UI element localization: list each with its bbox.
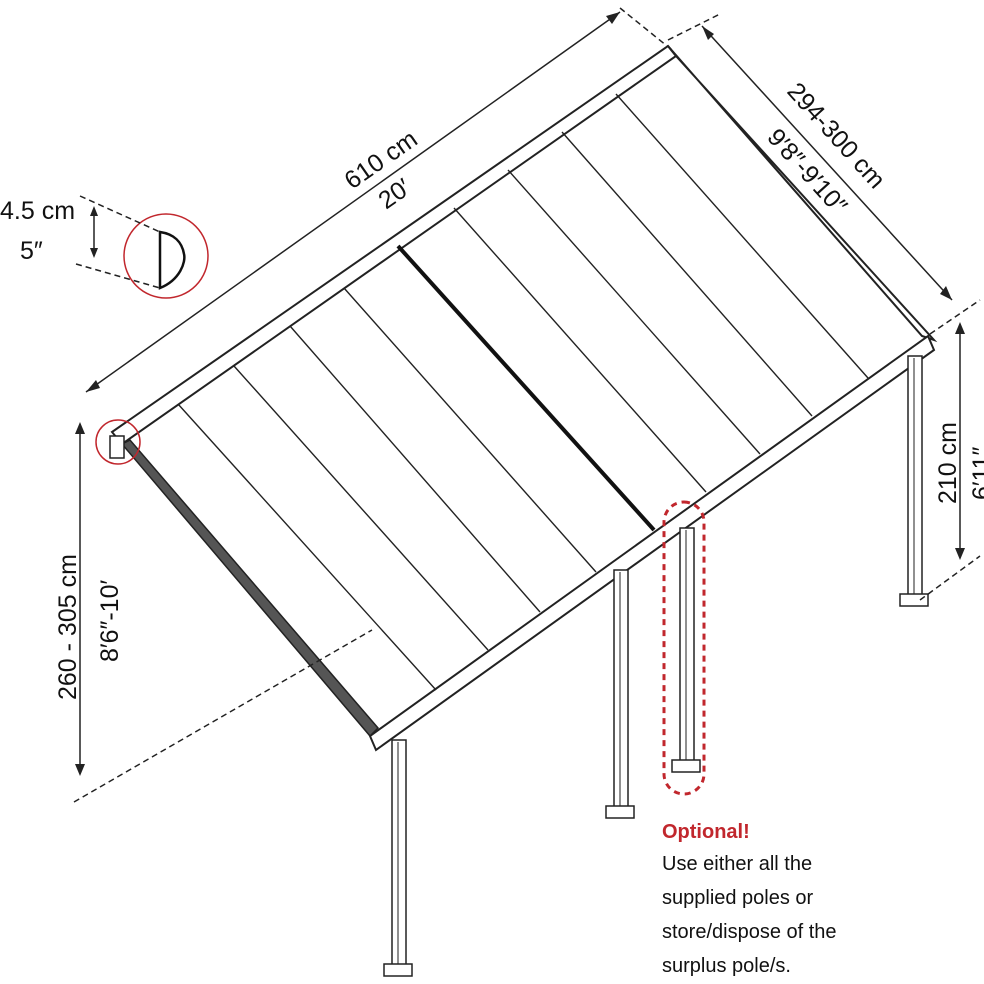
length-imperial: 20′	[373, 173, 416, 215]
optional-post-highlight	[662, 500, 706, 796]
length-dimension: 610 cm 20′	[85, 7, 673, 393]
wall-height-metric: 260 - 305 cm	[54, 554, 82, 700]
post-left	[383, 739, 413, 977]
roof-panels	[177, 93, 869, 691]
gutter-detail-circle	[123, 213, 209, 299]
post-height-dimension: 210 cm 6′11″	[919, 322, 984, 601]
gutter-end-cap	[109, 435, 125, 459]
depth-dimension: 294-300 cm 9′8″-9′10″	[667, 13, 981, 335]
optional-note-line-3: store/dispose of the	[662, 921, 837, 943]
post-height-imperial: 6′11″	[968, 446, 984, 500]
gutter-height-metric: 4.5 cm	[0, 197, 75, 225]
optional-note-line-2: supplied poles or	[662, 887, 814, 909]
wall-rail	[110, 44, 678, 446]
optional-note-line-1: Use either all the	[662, 853, 812, 875]
length-metric: 610 cm	[339, 125, 422, 195]
wall-height-imperial: 8′6″-10′	[96, 580, 124, 662]
optional-note-line-4: surplus pole/s.	[662, 955, 791, 977]
center-beam	[396, 244, 656, 532]
post-optional	[671, 527, 701, 773]
right-end-beam	[667, 45, 938, 343]
gutter-detail: 4.5 cm 5″	[0, 195, 209, 299]
optional-note: Optional! Use either all the supplied po…	[662, 821, 837, 977]
post-middle	[605, 569, 635, 819]
roof-frame	[95, 44, 938, 752]
gutter-profile-icon	[158, 230, 186, 290]
post-height-metric: 210 cm	[934, 422, 962, 504]
posts	[383, 355, 929, 977]
front-gutter-beam	[368, 334, 936, 752]
wall-height-dimension: 260 - 305 cm 8′6″-10′	[54, 422, 373, 803]
optional-note-title: Optional!	[662, 821, 750, 843]
gutter-end-highlight	[95, 419, 141, 465]
left-end-beam	[120, 439, 380, 738]
post-right	[899, 355, 929, 607]
gutter-height-imperial: 5″	[20, 237, 43, 265]
